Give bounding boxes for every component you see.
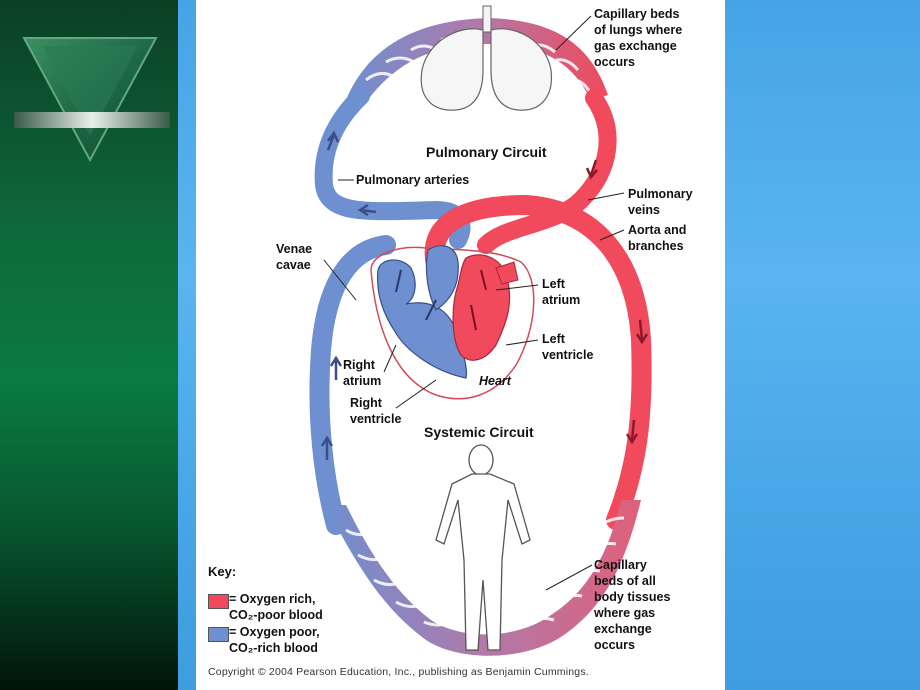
human-body-icon: [435, 444, 531, 651]
pulmonary-vein-loop: [477, 89, 617, 254]
systemic-circuit-label: Systemic Circuit: [424, 424, 534, 440]
aorta-label: Aorta and branches: [628, 223, 687, 253]
oxygen-poor-key-label: = Oxygen poor, CO₂-rich blood: [229, 625, 320, 655]
left-ventricle-label: Left ventricle: [542, 332, 594, 362]
body-capillary-bed: [324, 500, 641, 656]
venae-cavae-label: Venae cavae: [276, 242, 313, 272]
pulmonary-veins-label: Pulmonary veins: [628, 187, 693, 217]
right-blue-background: [725, 0, 920, 690]
pulmonary-circuit-label: Pulmonary Circuit: [426, 144, 547, 160]
heart-label: Heart: [479, 374, 511, 388]
capillary-beds-body-label: Capillary beds of all body tissues where…: [594, 558, 671, 652]
oxygen-poor-swatch: [208, 627, 229, 642]
aorta-loop: [424, 194, 652, 530]
right-atrium-label: Right atrium: [343, 358, 382, 388]
left-atrium-label: Left atrium: [542, 277, 581, 307]
pulmonary-arteries-label: Pulmonary arteries: [356, 173, 470, 187]
circulation-diagram: Capillary beds of lungs where gas exchan…: [196, 0, 725, 690]
capillary-beds-lungs-label: Capillary beds of lungs where gas exchan…: [594, 7, 683, 69]
right-ventricle-label: Right ventricle: [350, 396, 402, 426]
triangle-logo: [14, 37, 170, 162]
venae-cavae-loop: [309, 235, 396, 535]
oxygen-rich-swatch: [208, 594, 229, 609]
lungs-icon: [420, 5, 553, 111]
left-blue-border: [178, 0, 196, 690]
left-decorative-panel: [0, 0, 178, 690]
copyright-text: Copyright © 2004 Pearson Education, Inc.…: [208, 666, 589, 678]
heart-icon: [370, 245, 535, 400]
circulation-artwork: [309, 5, 652, 656]
oxygen-rich-key-label: = Oxygen rich, CO₂-poor blood: [229, 592, 323, 622]
key-title: Key:: [208, 564, 237, 579]
